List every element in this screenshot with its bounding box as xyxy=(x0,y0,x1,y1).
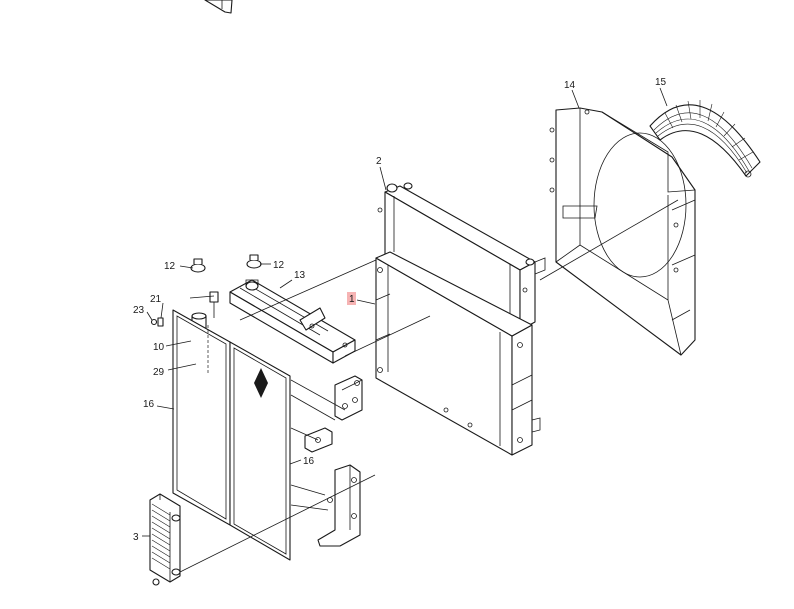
cap-part-12-right xyxy=(246,254,262,269)
mount-bracket-middle xyxy=(304,427,333,453)
top-cropped-fragment xyxy=(204,0,233,14)
fastener-part-23 xyxy=(150,318,158,326)
radiator-upper-part-2 xyxy=(377,182,546,331)
callout-1: 1 xyxy=(349,294,355,305)
mount-bracket-upper xyxy=(334,375,363,421)
assembly-guide-lines xyxy=(179,199,679,573)
callout-12-right: 12 xyxy=(273,260,285,271)
callout-10: 10 xyxy=(153,342,165,353)
callout-14: 14 xyxy=(564,80,576,91)
callout-13: 13 xyxy=(294,270,306,281)
callout-2: 2 xyxy=(376,156,382,167)
oil-cooler-part-3 xyxy=(149,493,181,586)
callout-labels: 1 2 3 10 12 12 13 14 15 16 16 21 23 29 xyxy=(133,77,667,543)
cap-part-12-left xyxy=(190,258,206,273)
fan-shroud-part-14 xyxy=(549,107,696,356)
callout-23: 23 xyxy=(133,305,145,316)
callout-21: 21 xyxy=(150,294,162,305)
callout-3: 3 xyxy=(133,532,139,543)
callout-16-left: 16 xyxy=(143,399,155,410)
screen-panel-part-16-left xyxy=(172,309,231,526)
fan-guard-part-15 xyxy=(649,100,761,178)
support-stand xyxy=(317,464,361,547)
callout-1-highlight xyxy=(347,292,356,305)
fastener-part-21 xyxy=(157,317,164,327)
callout-16-right: 16 xyxy=(303,456,315,467)
radiator-core-part-1 xyxy=(375,251,541,456)
callout-12-left: 12 xyxy=(164,261,176,272)
expansion-bracket-part-13 xyxy=(229,279,356,364)
callout-29: 29 xyxy=(153,367,165,378)
callout-15: 15 xyxy=(655,77,667,88)
callout-leaders xyxy=(142,87,668,537)
screen-panel-part-16-right xyxy=(229,341,291,561)
